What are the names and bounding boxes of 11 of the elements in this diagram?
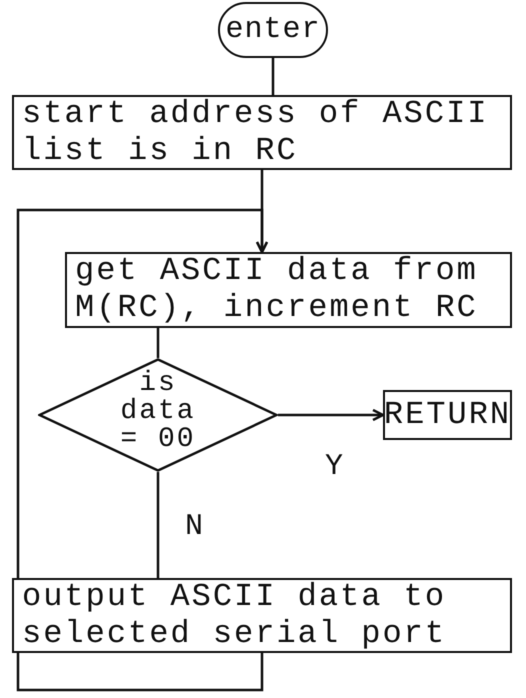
- node-text: start address of ASCII list is in RC: [22, 96, 490, 170]
- node-text: enter: [225, 12, 320, 48]
- process-box: [383, 390, 512, 440]
- connector-arrow: [278, 408, 384, 422]
- node-text: output ASCII data to selected serial port: [22, 578, 448, 652]
- connector-arrow: [16, 208, 268, 692]
- node-text: is data = 00: [119, 370, 197, 454]
- node-text: RETURN: [384, 396, 512, 434]
- process-box: [12, 578, 512, 653]
- node-text: get ASCII data from M(RC), increment RC: [75, 253, 479, 327]
- terminal-box: [218, 2, 328, 58]
